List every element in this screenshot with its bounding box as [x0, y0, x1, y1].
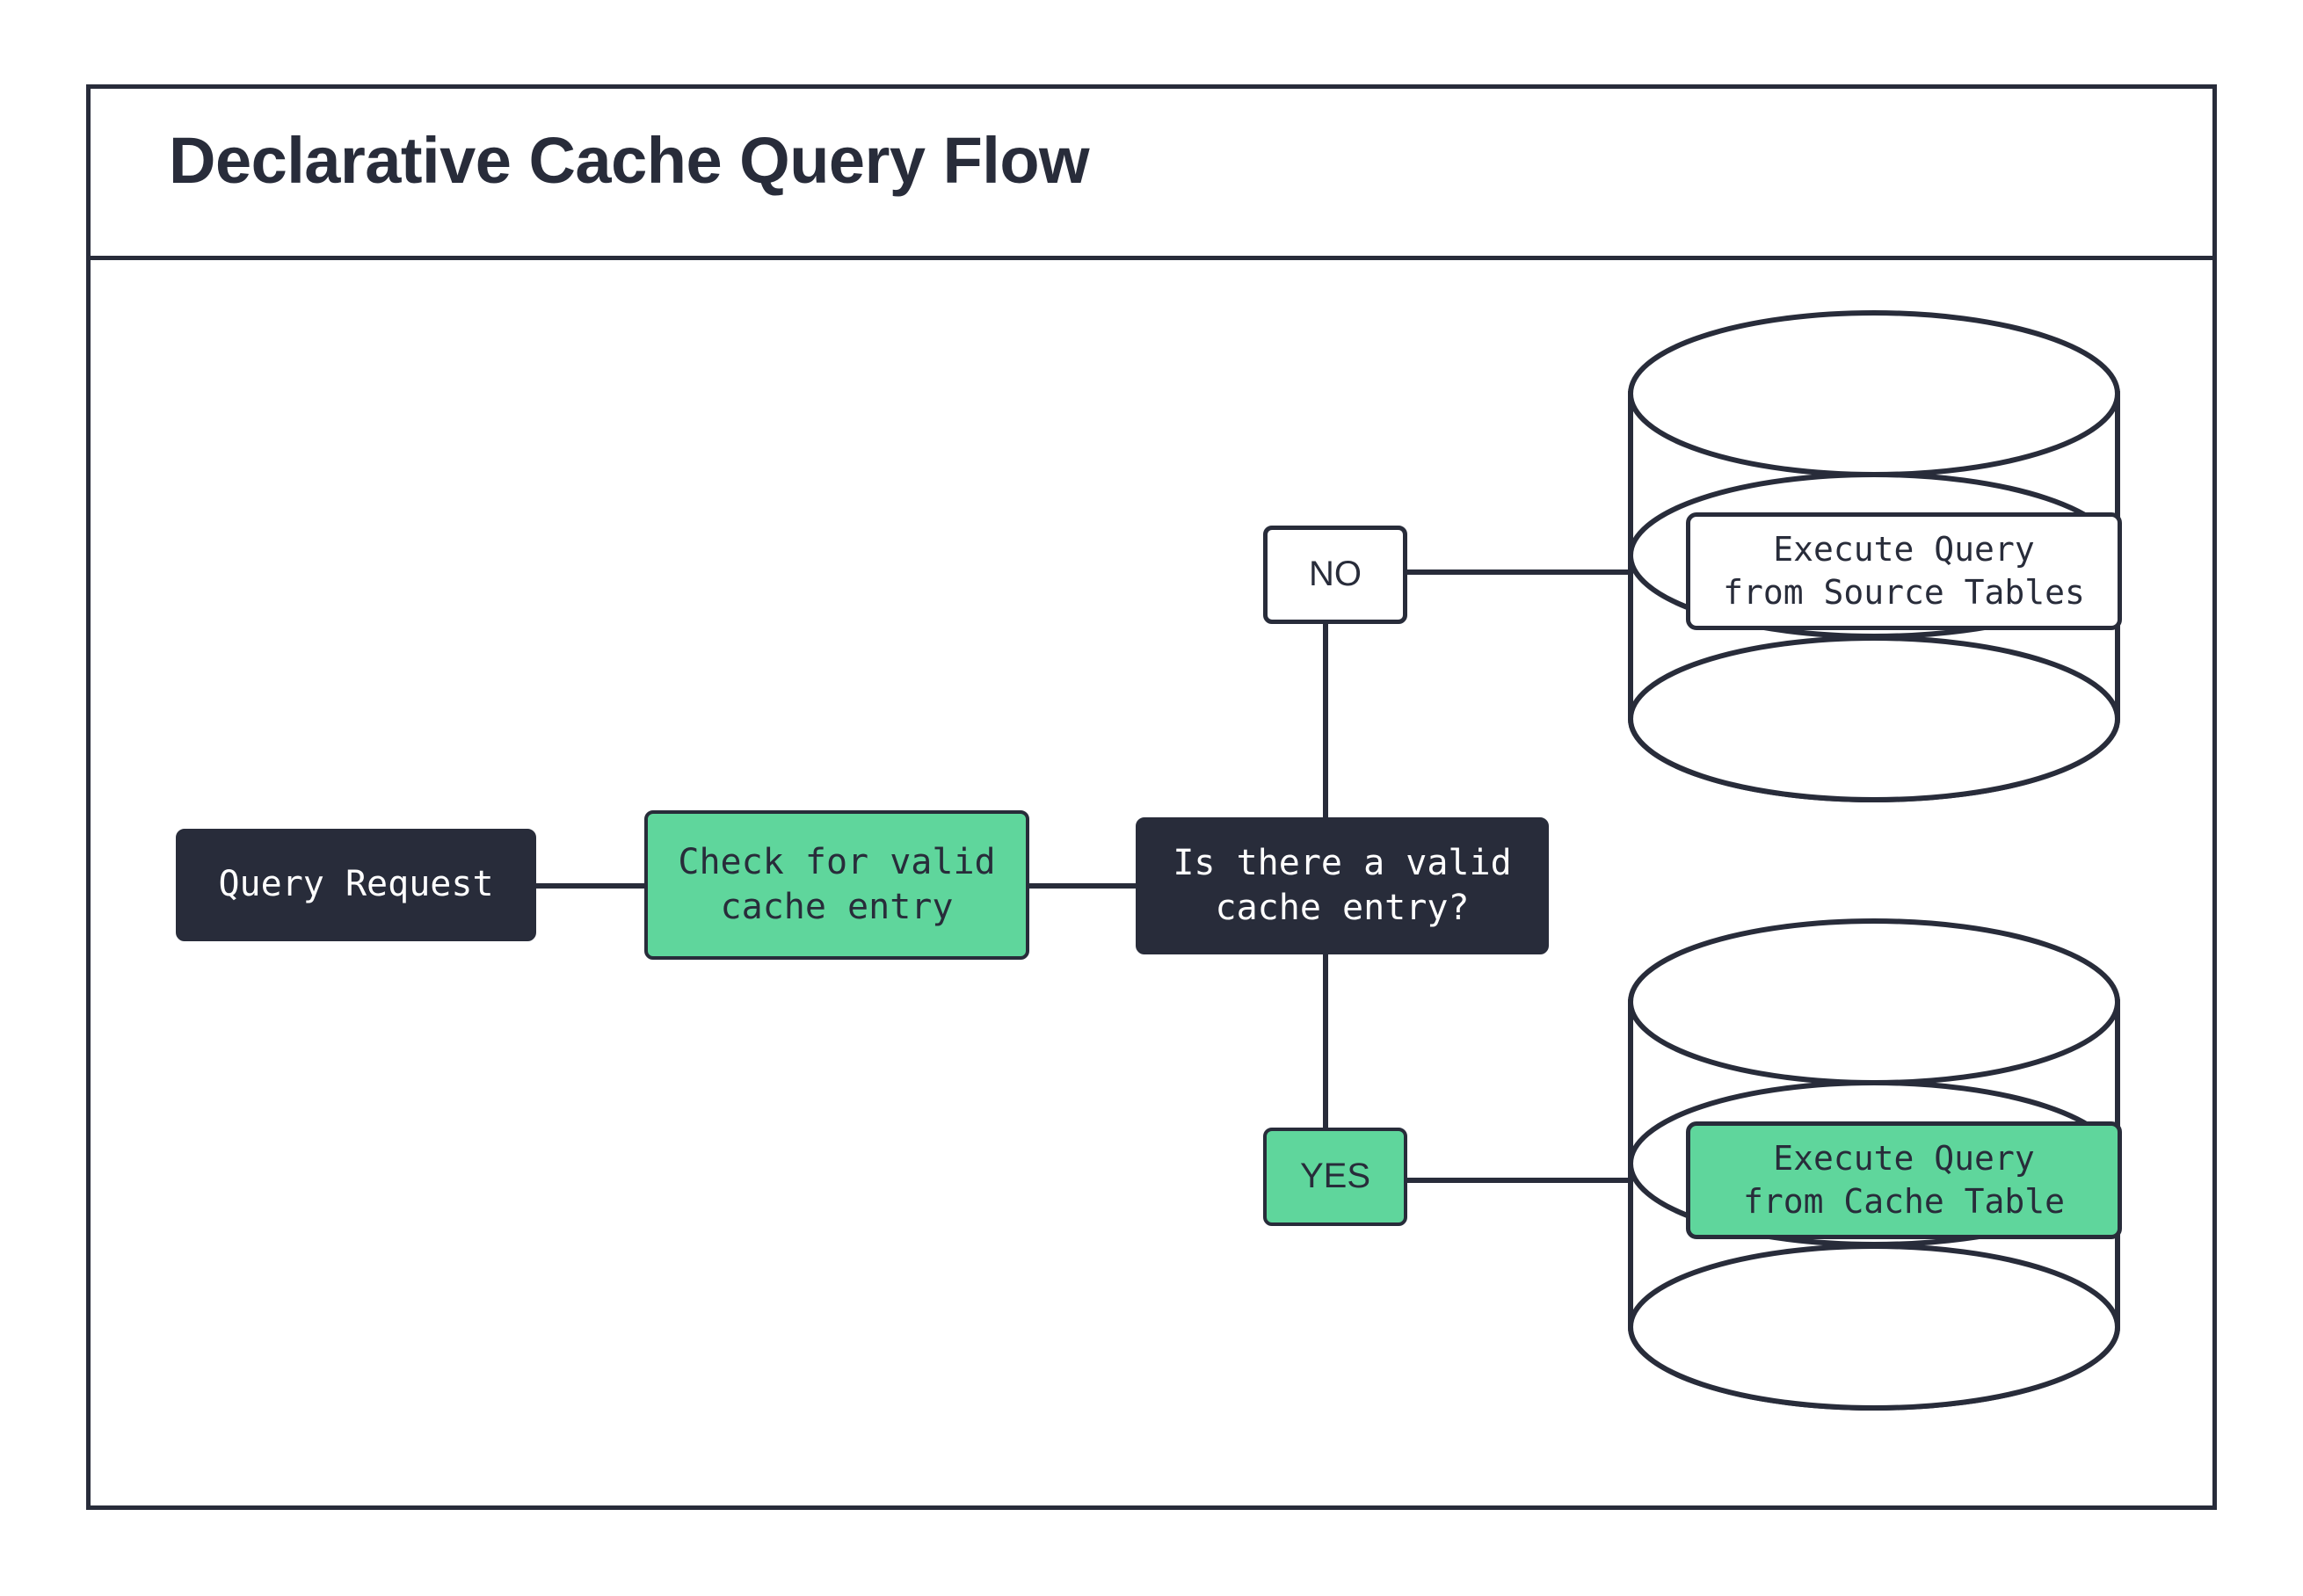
edge-label-yes-text: YES — [1299, 1157, 1371, 1196]
node-check-cache-line2: cache entry — [720, 887, 954, 927]
edge-label-no-text: NO — [1309, 555, 1362, 594]
cylinder-disk-low-source — [1628, 635, 2120, 802]
node-cache-table-line2: from Cache Table — [1742, 1182, 2066, 1221]
cylinder-disk-top-cache — [1628, 918, 2120, 1085]
node-query-request[interactable]: Query Request — [176, 829, 536, 941]
node-query-request-label: Query Request — [218, 864, 494, 905]
cylinder-disk-top-source — [1628, 310, 2120, 477]
node-check-cache-label: Check for valid cache entry — [678, 840, 995, 930]
node-source-tables-line1: Execute Query — [1773, 530, 2035, 569]
edge-label-no[interactable]: NO — [1263, 526, 1407, 624]
node-check-cache-line1: Check for valid — [678, 841, 996, 882]
node-check-cache[interactable]: Check for valid cache entry — [644, 810, 1029, 960]
diagram-header-band — [86, 84, 2217, 260]
node-decision-line2: cache entry? — [1215, 888, 1470, 928]
edge-label-yes[interactable]: YES — [1263, 1128, 1407, 1226]
cylinder-disk-low-cache — [1628, 1244, 2120, 1411]
node-cache-table-label: Execute Query from Cache Table — [1743, 1137, 2065, 1222]
node-cache-table-line1: Execute Query — [1773, 1139, 2035, 1179]
node-decision-label: Is there a valid cache entry? — [1173, 841, 1511, 931]
node-decision[interactable]: Is there a valid cache entry? — [1136, 817, 1549, 954]
node-source-tables-label-box[interactable]: Execute Query from Source Tables — [1686, 512, 2122, 630]
node-source-tables-line2: from Source Tables — [1723, 573, 2085, 612]
page-title: Declarative Cache Query Flow — [169, 124, 1090, 197]
node-cache-table-label-box[interactable]: Execute Query from Cache Table — [1686, 1121, 2122, 1239]
node-decision-line1: Is there a valid — [1173, 842, 1512, 883]
node-source-tables-label: Execute Query from Source Tables — [1723, 528, 2085, 613]
